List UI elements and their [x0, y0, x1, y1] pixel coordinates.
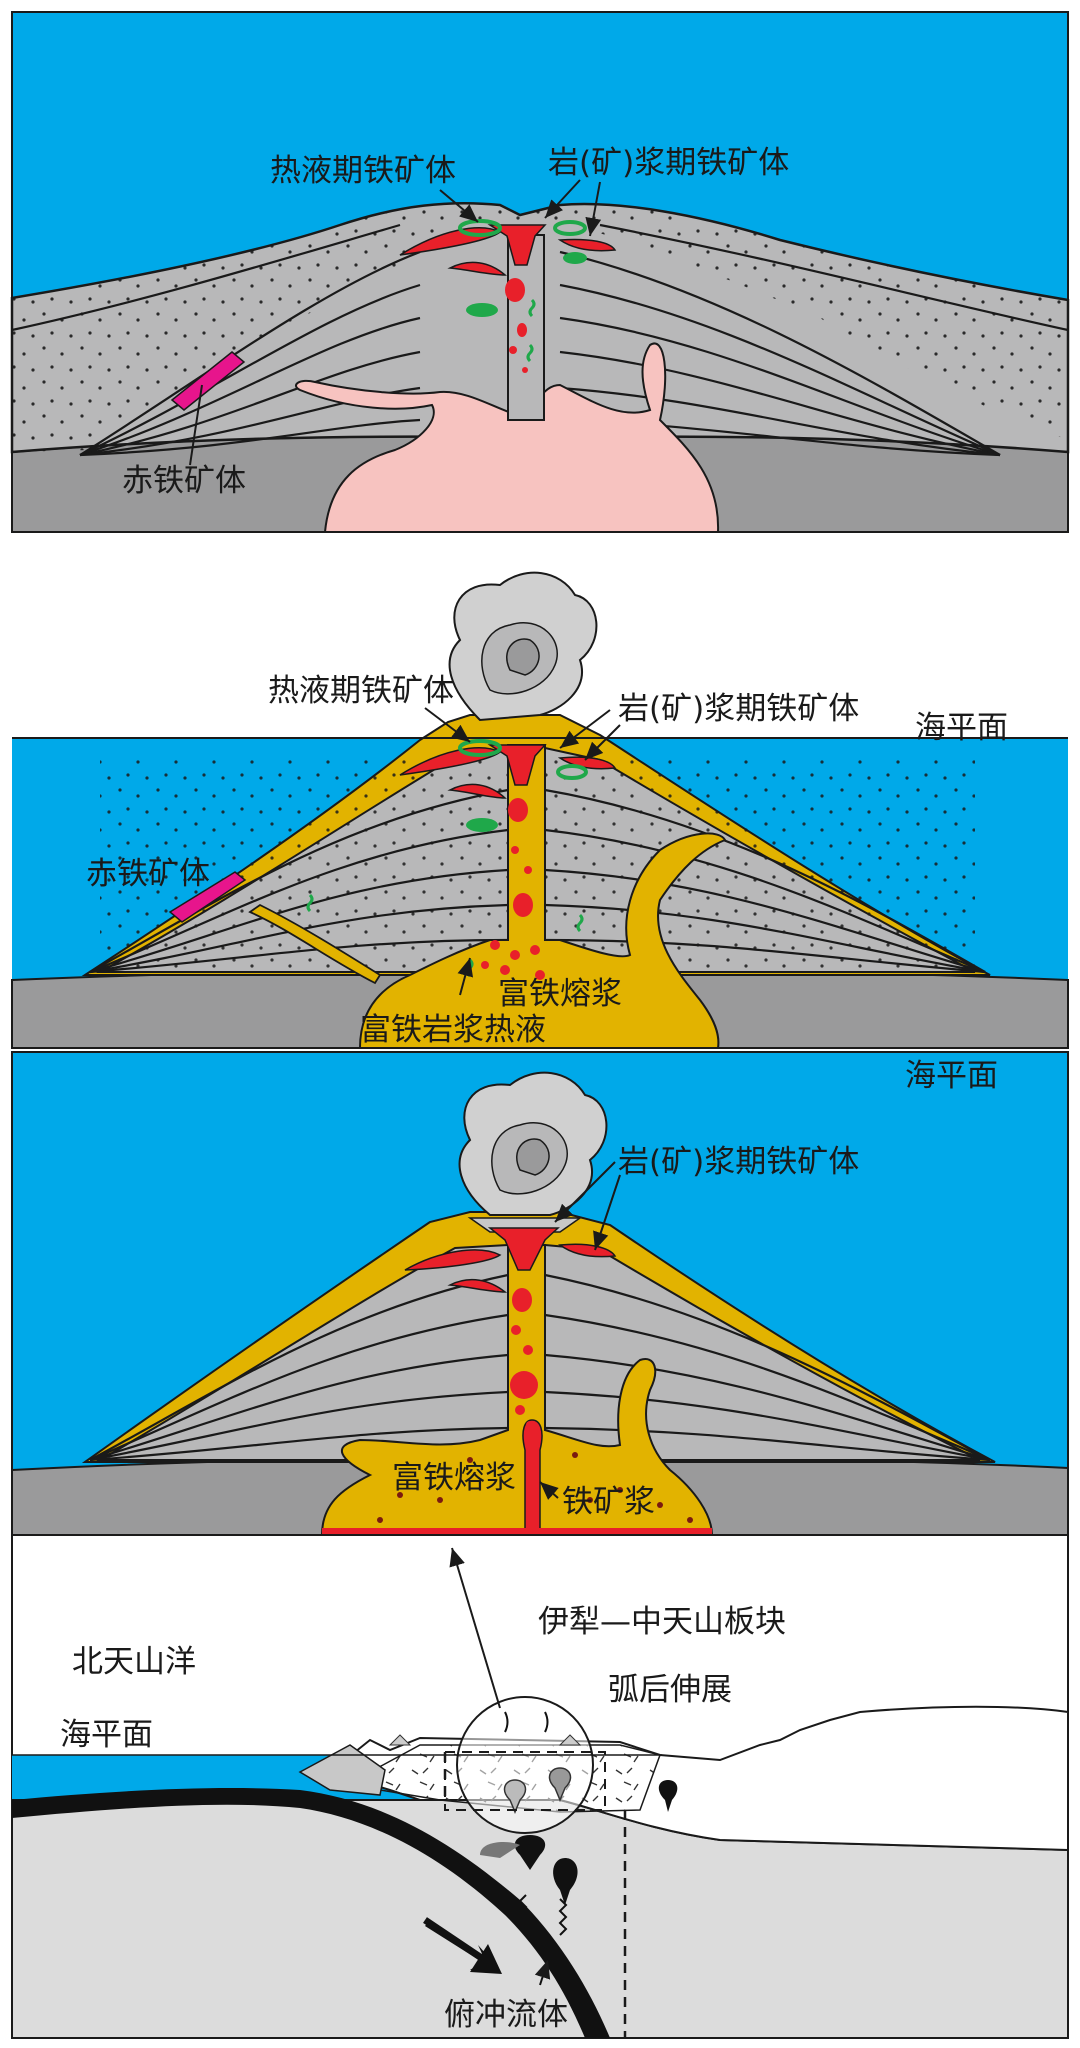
pointer — [539, 1481, 559, 1500]
magnifier-detail — [544, 1711, 549, 1733]
pointer — [457, 957, 474, 996]
iron-ore-magma-dike — [522, 1419, 543, 1536]
pointer — [189, 384, 203, 466]
pointer — [559, 709, 611, 749]
pointer — [424, 707, 471, 743]
magma-diapir-1 — [514, 1835, 546, 1870]
panel-4: 伊犁—中天山板块 北天山洋 弧后伸展 海平面 俯冲流体 — [11, 1534, 1069, 2039]
panel4-ocean-label: 北天山洋 — [72, 1644, 196, 1680]
magma-diapir-2 — [553, 1858, 578, 1905]
magnifier-diapir — [548, 1767, 572, 1802]
pointer — [585, 181, 602, 237]
panel-3: 海平面 岩(矿)浆期铁矿体 富铁熔浆 铁矿浆 — [11, 1051, 1069, 1536]
panel4-fluid-label: 俯冲流体 — [444, 1997, 568, 2033]
pointer — [534, 1959, 551, 1986]
accretionary-wedge — [298, 1744, 386, 1796]
panel3-magmatic-label: 岩(矿)浆期铁矿体 — [618, 1144, 859, 1180]
panel2-sea-level-label: 海平面 — [915, 710, 1008, 746]
red-ore-bodies — [404, 1227, 617, 1429]
pink-intrusion — [295, 342, 720, 533]
panel2-hematite-label: 赤铁矿体 — [86, 856, 210, 892]
panel4-sea-level-label: 海平面 — [60, 1717, 153, 1753]
outer-tuff-layer — [12, 203, 1068, 452]
magnifier-detail — [504, 1711, 509, 1733]
panel4-backarc-label: 弧后伸展 — [608, 1672, 732, 1708]
pointer — [544, 179, 581, 219]
fe-rich-magma-chamber — [358, 744, 727, 1049]
panel4-plate-label: 伊犁—中天山板块 — [538, 1604, 786, 1640]
panel2-fe-rich-fluid-label: 富铁岩浆热液 — [360, 1012, 546, 1048]
subduction-arrow-head — [470, 1944, 502, 1974]
green-alteration — [458, 219, 587, 363]
panel3-iron-ore-magma-label: 铁矿浆 — [562, 1484, 655, 1520]
fluid-zigzags — [518, 1894, 568, 1936]
panel-1: 热液期铁矿体 岩(矿)浆期铁矿体 赤铁矿体 — [10, 11, 1070, 533]
fluid-dike — [248, 903, 382, 985]
melt-droplets — [377, 1452, 693, 1523]
panel2-magmatic-label: 岩(矿)浆期铁矿体 — [618, 691, 859, 727]
strata-lines — [89, 1273, 991, 1462]
zoom-box — [444, 1751, 606, 1811]
ore-magma-layer — [322, 1528, 712, 1535]
small-volcano — [388, 1734, 412, 1746]
pointer — [554, 1161, 616, 1223]
magma-diapir-3 — [658, 1780, 678, 1812]
panel3-fe-rich-melt-label: 富铁熔浆 — [392, 1460, 516, 1496]
strata-lines — [89, 788, 986, 974]
pointer — [593, 1174, 621, 1251]
pointer — [439, 189, 479, 223]
small-volcano — [558, 1734, 582, 1746]
panel-2: 热液期铁矿体 岩(矿)浆期铁矿体 海平面 赤铁矿体 富铁熔浆 富铁岩浆热液 — [11, 571, 1069, 1049]
hematite-ore-body — [168, 871, 247, 923]
panel-border — [11, 11, 1069, 533]
panel3-sea-level-label: 海平面 — [905, 1058, 998, 1094]
green-alteration — [306, 739, 588, 978]
panel2-hydrothermal-label: 热液期铁矿体 — [268, 673, 454, 709]
panel2-fe-rich-melt-label: 富铁熔浆 — [498, 976, 622, 1012]
zoom-arrow — [449, 1547, 501, 1709]
hematite-ore-body — [170, 351, 246, 411]
magnifier-circle — [456, 1696, 594, 1834]
panel1-magmatic-label: 岩(矿)浆期铁矿体 — [548, 145, 789, 181]
pointer — [584, 724, 621, 761]
panel1-hydrothermal-label: 热液期铁矿体 — [270, 153, 456, 189]
magma-pocket — [480, 1842, 520, 1858]
panel1-hematite-label: 赤铁矿体 — [122, 463, 246, 499]
magnifier-diapir — [503, 1779, 527, 1814]
